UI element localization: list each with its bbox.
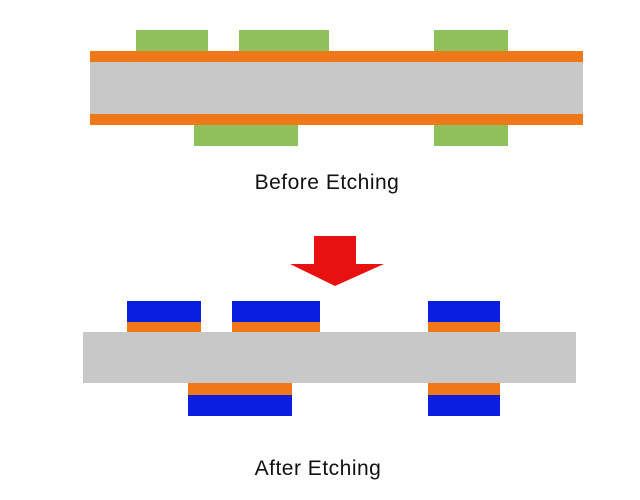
copper-trace-top-2 [232, 322, 320, 332]
substrate-after [83, 332, 576, 383]
photoresist-pad-top-1 [136, 30, 208, 52]
copper-layer-top [90, 51, 583, 62]
down-arrow-icon [290, 236, 384, 286]
before-etching-stack [90, 30, 583, 146]
etch-resist-pad-bottom-1 [188, 395, 292, 416]
copper-layer-bottom [90, 114, 583, 125]
copper-trace-top-3 [428, 322, 500, 332]
copper-trace-bottom-1 [188, 383, 292, 395]
after-etching-label: After Etching [254, 457, 382, 480]
copper-trace-bottom-2 [428, 383, 500, 395]
etch-resist-pad-top-3 [428, 301, 500, 322]
copper-trace-top-1 [127, 322, 201, 332]
photoresist-pad-bottom-1 [194, 125, 298, 146]
photoresist-pad-top-3 [434, 30, 508, 52]
photoresist-pad-top-2 [239, 30, 329, 52]
after-etching-stack [83, 301, 576, 416]
before-etching-label: Before Etching [254, 171, 400, 194]
substrate-before [90, 62, 583, 114]
etch-resist-pad-top-2 [232, 301, 320, 322]
photoresist-pad-bottom-2 [434, 125, 508, 146]
etch-resist-pad-bottom-2 [428, 395, 500, 416]
etch-resist-pad-top-1 [127, 301, 201, 322]
